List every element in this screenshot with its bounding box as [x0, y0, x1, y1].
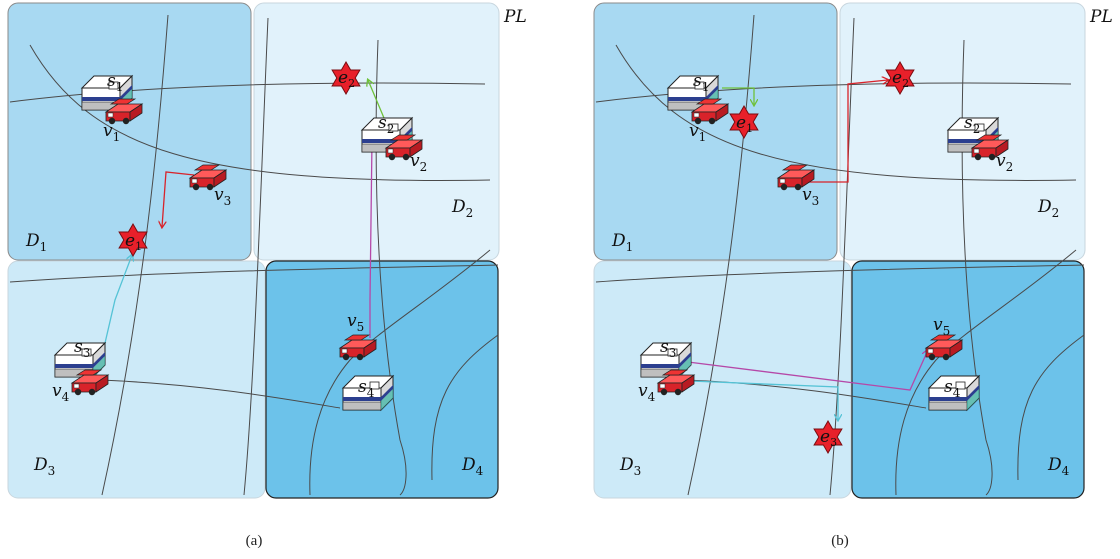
link-s3-v5 — [687, 350, 928, 391]
vehicle-label-v2: v2 — [410, 151, 427, 174]
districts — [593, 2, 1086, 499]
vehicle-label-v4: v4 — [52, 381, 70, 404]
server-label-s4: s4 — [944, 377, 961, 400]
link-v4-e3 — [689, 380, 838, 420]
district-label-d1: D1 — [611, 231, 633, 254]
road-network — [9, 14, 499, 496]
vehicle-label-v2: v2 — [996, 151, 1013, 174]
caption-b: (b) — [831, 533, 849, 549]
district-label-d4: D4 — [1047, 455, 1070, 478]
panel-b: PL D1 D2 D3 D4 s1 s2 s3 s4 v1 v2 v3 v4 v… — [593, 2, 1113, 549]
server-label-s4: s4 — [358, 377, 375, 400]
district-label-d1: D1 — [25, 231, 47, 254]
vehicle-label-v4: v4 — [638, 381, 656, 404]
panel-a: PL D1 D2 D3 D4 s1 s2 s3 s4 v1 v2 v3 v4 v… — [7, 2, 527, 549]
server-label-s2: s2 — [964, 113, 980, 136]
event-label-e2: e2 — [338, 68, 355, 90]
vehicle-label-v5: v5 — [933, 315, 950, 338]
event-label-e1: e1 — [125, 231, 142, 253]
links — [687, 80, 928, 420]
district-label-d3: D3 — [619, 455, 641, 478]
district-label-d2: D2 — [1037, 197, 1059, 220]
link-v3-e2 — [808, 80, 888, 183]
labels: PL D1 D2 D3 D4 s1 s2 s3 s4 v1 v2 v3 v4 v… — [611, 7, 1113, 478]
vehicle-label-v3: v3 — [214, 185, 231, 208]
server-label-s1: s1 — [693, 71, 709, 94]
server-label-s3: s3 — [74, 337, 90, 360]
pl-label: PL — [503, 7, 527, 27]
server-label-s2: s2 — [378, 113, 394, 136]
district-d3 — [593, 260, 852, 499]
event-label-e3: e3 — [820, 427, 837, 449]
district-d1 — [7, 2, 252, 261]
link-v5-s2 — [370, 140, 372, 338]
event-label-e2: e2 — [892, 68, 909, 90]
link-s1-e1 — [722, 87, 754, 105]
event-label-e1: e1 — [736, 113, 753, 135]
vehicle-label-v1: v1 — [103, 121, 120, 144]
district-label-d3: D3 — [33, 455, 55, 478]
vehicle-label-v5: v5 — [347, 311, 364, 334]
link-s3-e1 — [101, 255, 132, 357]
link-v3-e1 — [162, 171, 195, 227]
district-label-d4: D4 — [461, 455, 484, 478]
district-label-d2: D2 — [451, 197, 473, 220]
server-label-s1: s1 — [107, 71, 123, 94]
district-d1 — [593, 2, 838, 261]
pl-label: PL — [1089, 7, 1113, 27]
server-label-s3: s3 — [660, 337, 676, 360]
vehicle-label-v1: v1 — [689, 121, 706, 144]
vehicle-label-v3: v3 — [802, 185, 819, 208]
district-d3 — [7, 260, 266, 499]
caption-a: (a) — [246, 533, 263, 549]
labels: PL D1 D2 D3 D4 s1 s2 s3 s4 v1 v2 v3 v4 v… — [25, 7, 527, 478]
districts — [7, 2, 500, 499]
